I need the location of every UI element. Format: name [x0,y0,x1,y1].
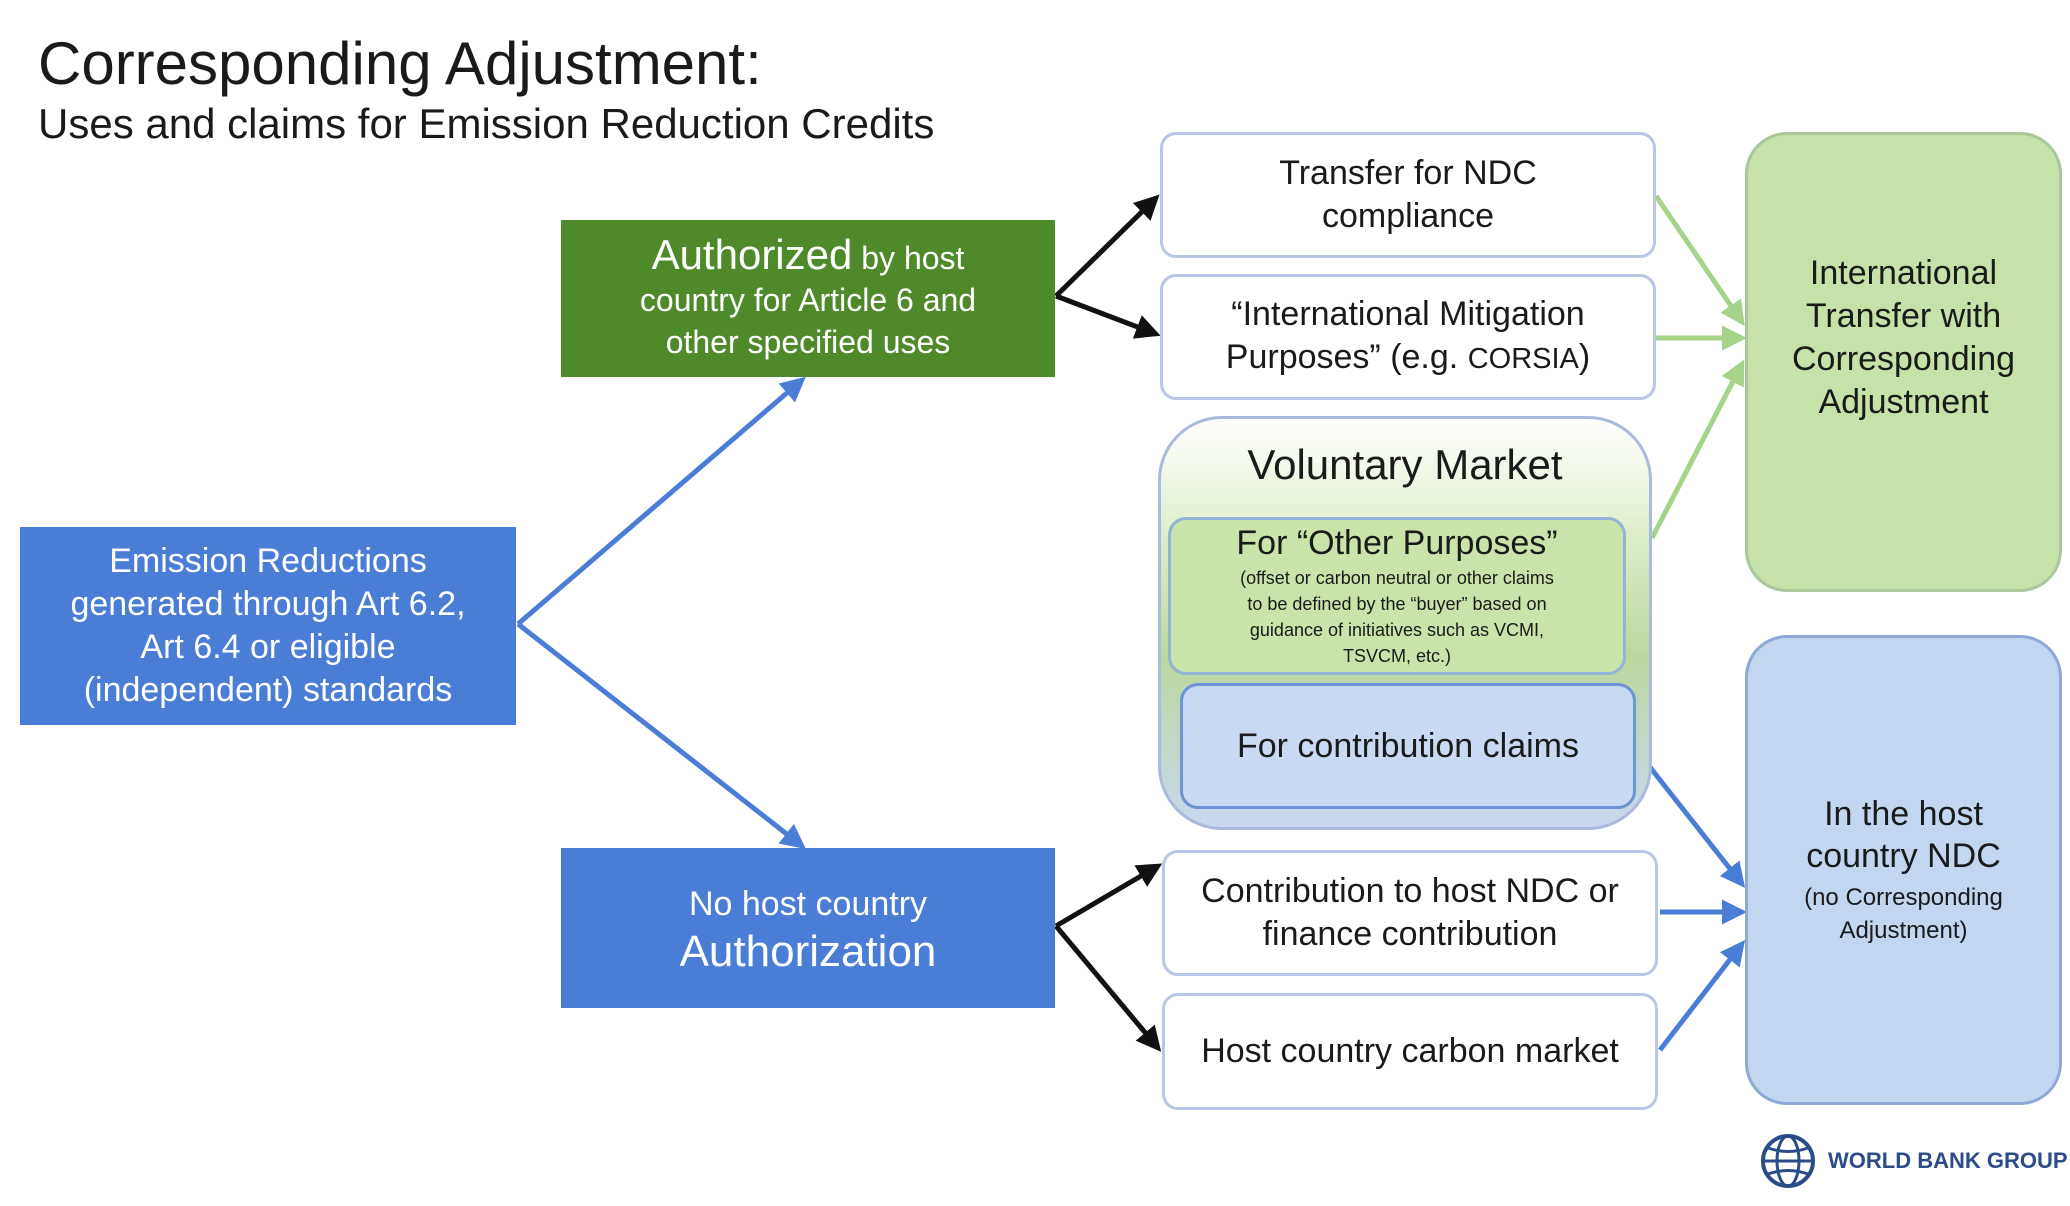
ndc-contribution-line: Contribution to host NDC or [1201,872,1619,910]
carbon-market-label: Host country carbon market [1201,1032,1619,1070]
other-purposes-line: guidance of initiatives such as VCMI, [1249,620,1545,640]
ndc-transfer-line: Transfer for NDC [1279,154,1537,192]
arrow-noauth-to-ndc-contribution [1054,863,1163,929]
arrow-source-to-authorized [516,376,806,626]
international-line: Transfer with [1805,297,2002,335]
international-transfer-box: International Transfer with Correspondin… [1745,132,2062,592]
imp-line1: “International Mitigation [1231,295,1585,333]
arrow-authorized-to-imp [1055,293,1161,339]
authorized-line: country for Article 6 and [639,282,977,318]
host-ndc-note-line: (no Corresponding [1804,884,2003,911]
imp-line2: Purposes” (e.g. CORSIA) [1226,336,1590,381]
arrow-carbon-market-to-ndc [1658,940,1746,1052]
ndc-transfer-box: Transfer for NDC compliance [1160,132,1656,258]
arrow-source-to-no-authorization [516,622,806,850]
other-purposes-line: to be defined by the “buyer” based on [1247,594,1547,614]
host-ndc-title: In the host [1824,795,1983,833]
other-purposes-box: For “Other Purposes” (offset or carbon n… [1168,517,1626,675]
arrow-other-purposes-to-international [1649,359,1745,540]
imp-corsia: CORSIA [1467,343,1579,375]
voluntary-market-title: Voluntary Market [1247,441,1563,488]
logo-text: WORLD BANK GROUP [1828,1148,2068,1173]
ndc-contribution-line: finance contribution [1262,915,1558,953]
contribution-claims-box: For contribution claims [1180,683,1636,809]
other-purposes-title: For “Other Purposes” [1236,524,1558,562]
diagram-subtitle: Uses and claims for Emission Reduction C… [38,100,935,147]
arrow-contribution-claims-to-ndc [1636,750,1746,888]
international-line: Corresponding [1791,340,2016,378]
diagram-title: Corresponding Adjustment: [38,30,762,97]
no-authorization-line1: No host country [688,885,928,923]
arrow-ndc-transfer-to-international [1653,194,1745,327]
international-line: International [1809,254,1998,292]
ndc-transfer-line: compliance [1322,197,1494,235]
no-authorization-line2: Authorization [679,927,937,976]
world-bank-logo: WORLD BANK GROUP [1758,1128,2068,1194]
authorized-box: Authorized by host country for Article 6… [561,220,1055,377]
emission-reductions-box: Emission Reductions generated through Ar… [20,527,516,725]
other-purposes-line: TSVCM, etc.) [1342,646,1451,666]
authorized-lead-rest: by host [852,240,965,276]
arrow-authorized-to-ndc-transfer [1054,194,1160,298]
imp-line2-a: Purposes” (e.g. [1225,338,1468,376]
source-line: Art 6.4 or eligible [140,628,396,666]
no-authorization-box: No host country Authorization [561,848,1055,1008]
contribution-claims-label: For contribution claims [1236,726,1579,765]
host-ndc-note-line: Adjustment) [1839,917,1968,944]
other-purposes-description: (offset or carbon neutral or other claim… [1226,565,1568,669]
imp-line2-c: ) [1578,338,1591,376]
host-country-ndc-box: In the host country NDC (no Correspondin… [1745,635,2062,1105]
authorized-heading: Authorized by host [652,234,965,279]
host-ndc-note: (no Corresponding Adjustment) [1804,881,2003,947]
other-purposes-line: (offset or carbon neutral or other claim… [1240,568,1554,588]
source-line: generated through Art 6.2, [70,585,466,623]
ndc-contribution-box: Contribution to host NDC or finance cont… [1162,850,1658,976]
international-mitigation-box: “International Mitigation Purposes” (e.g… [1160,274,1656,400]
source-line: Emission Reductions [109,542,427,580]
arrow-noauth-to-carbon-market [1054,924,1162,1052]
carbon-market-box: Host country carbon market [1162,993,1658,1110]
source-line: (independent) standards [83,671,453,709]
globe-icon [1761,1134,1815,1188]
authorized-lead: Authorized [651,231,853,278]
international-line: Adjustment [1818,383,1989,421]
host-ndc-title: country NDC [1806,837,2001,875]
authorized-line: other specified uses [665,324,951,360]
